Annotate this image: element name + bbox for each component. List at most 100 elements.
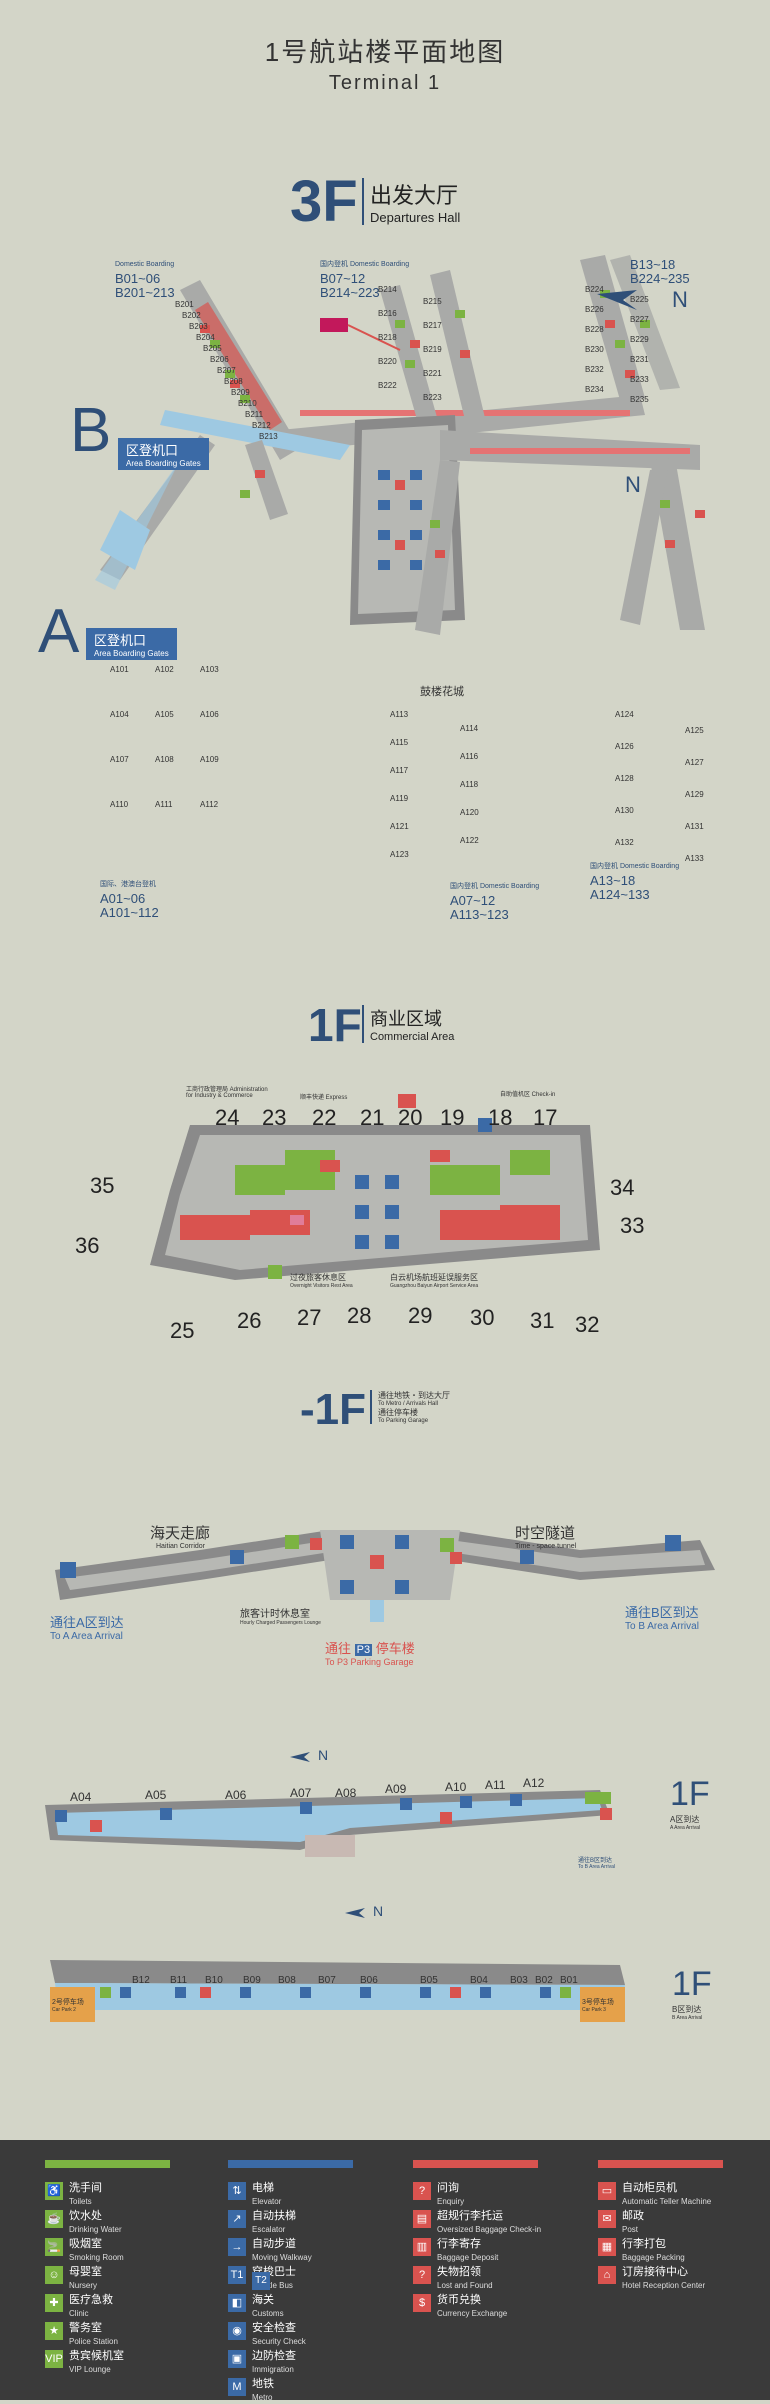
immigration-icon: ▣	[228, 2350, 246, 2368]
label-a107: A107	[110, 755, 129, 764]
a-area-piers	[95, 410, 705, 635]
label-33: 33	[620, 1213, 645, 1238]
time-cn: 时空隧道	[515, 1525, 576, 1542]
label-23: 23	[262, 1105, 287, 1130]
legend-label-en: Lost and Found	[437, 2281, 493, 2290]
floor-3f-heading: 3F	[290, 168, 358, 235]
label-b216: B216	[378, 309, 397, 318]
label-a05: A05	[145, 1788, 167, 1802]
to-parking-cn: 通往停车楼	[378, 1408, 418, 1417]
label-34: 34	[610, 1175, 635, 1200]
area-a-label: 区登机口 Area Boarding Gates	[86, 628, 177, 660]
floor-1fa-number: 1F	[670, 1775, 710, 1813]
legend-label-cn: 货币兑换	[437, 2294, 481, 2306]
label-b217: B217	[423, 321, 442, 330]
label-a114: A114	[460, 724, 479, 733]
label-b231: B231	[630, 355, 649, 364]
legend-label-en: Smoking Room	[69, 2253, 124, 2262]
time-en: Time - space tunnel	[515, 1543, 577, 1550]
label-a127: A127	[685, 758, 704, 767]
to-b-arrival-1fa-cn: 通往B区到达	[578, 1858, 613, 1864]
label-a110: A110	[110, 800, 129, 809]
car-park-3-en: Car Park 3	[582, 2007, 606, 2013]
legend-label-en: Nursery	[69, 2281, 98, 2290]
clinic-icon: ✚	[45, 2294, 63, 2312]
legend-label-en: Elevator	[252, 2197, 282, 2206]
legend-label-en: Drinking Water	[69, 2225, 122, 2234]
to-b-arrival[interactable]: 通往B区到达 To B Area Arrival	[625, 1602, 699, 1632]
gate-group-b01-gates: B01~06	[115, 271, 161, 286]
legend-bar-1	[45, 2160, 170, 2168]
to-b-arrival-1fa[interactable]: 通往B区到达 To B Area Arrival	[578, 1855, 615, 1870]
gate-group-a13-gates2: A124~133	[590, 887, 650, 902]
car-park-3-label: 3号停车场 Car Park 3	[582, 1997, 626, 2013]
label-b232: B232	[585, 365, 604, 374]
area-b-letter: B	[70, 396, 112, 465]
label-b234: B234	[585, 385, 604, 394]
map-subtitle: Terminal 1	[328, 72, 442, 94]
north-label-1fa: N	[318, 1747, 329, 1763]
gate-group-a13: 国内登机 Domestic Boarding A13~18 A124~133	[590, 860, 679, 902]
label-b219: B219	[423, 345, 442, 354]
floor-1f-title: 商业区域 Commercial Area	[362, 1005, 454, 1043]
label-17: 17	[533, 1105, 558, 1130]
to-p3-garage[interactable]: 通往 P3 停车楼 To P3 Parking Garage	[325, 1638, 415, 1667]
gate-group-a07: 国内登机 Domestic Boarding A07~12 A113~123	[450, 880, 539, 922]
to-parking-en: To Parking Garage	[378, 1418, 429, 1424]
legend-label-cn: 失物招领	[437, 2266, 481, 2278]
legend-label-cn: 邮政	[622, 2210, 644, 2222]
floor-1fb-en: B Area Arrival	[672, 2015, 703, 2021]
oversized-baggage-icon: ▤	[413, 2210, 431, 2228]
legend-bar-4	[598, 2160, 723, 2168]
legend-label-en: Enquiry	[437, 2197, 465, 2206]
elevator-icon: ⇅	[228, 2182, 246, 2200]
gate-group-a01: 国际、港澳台登机 A01~06 A101~112	[100, 878, 159, 920]
label-b233: B233	[630, 375, 649, 384]
area-b-en: Area Boarding Gates	[126, 459, 201, 468]
floor-1fb-heading: 1F B区到达 B Area Arrival	[672, 1965, 712, 2021]
label-a133: A133	[685, 854, 704, 863]
label-a124: A124	[615, 710, 634, 719]
gate-group-b01: Domestic Boarding B01~06 B201~213	[115, 258, 175, 300]
legend-label-cn: 警务室	[69, 2322, 102, 2334]
legend-label-cn: 电梯	[252, 2182, 274, 2194]
nursery-icon: ☺	[45, 2266, 63, 2284]
label-b02: B02	[535, 1975, 553, 1986]
label-32: 32	[575, 1312, 600, 1337]
floor-b1-heading: -1F	[300, 1385, 366, 1435]
gate-group-b07-gates2: B214~223	[320, 285, 380, 300]
to-a-arrival[interactable]: 通往A区到达 To A Area Arrival	[50, 1612, 124, 1642]
legend-label-en: Toilets	[69, 2197, 92, 2206]
post-icon: ✉	[598, 2210, 616, 2228]
escalator-icon: ↗	[228, 2210, 246, 2228]
label-a111: A111	[155, 800, 173, 809]
label-b235: B235	[630, 395, 649, 404]
car-park-3-cn: 3号停车场	[582, 1999, 614, 2006]
label-b221: B221	[423, 369, 442, 378]
label-a11: A11	[485, 1778, 506, 1792]
legend-label-cn: 医疗急救	[69, 2294, 113, 2306]
label-b07: B07	[318, 1975, 336, 1986]
floor-3f-title: 出发大厅 Departures Hall	[362, 178, 460, 225]
label-30: 30	[470, 1305, 495, 1330]
label-a131: A131	[685, 822, 704, 831]
floor-1f-map	[150, 1094, 600, 1280]
area-b-label: 区登机口 Area Boarding Gates	[118, 438, 209, 470]
label-b214: B214	[378, 285, 397, 294]
label-b05: B05	[420, 1975, 438, 1986]
legend-label-cn: 洗手间	[69, 2182, 102, 2194]
area-a-letter: A	[38, 597, 80, 666]
label-a04: A04	[70, 1790, 92, 1804]
label-b207: B207	[217, 366, 236, 375]
haitian-en: Haitian Corridor	[156, 1543, 206, 1550]
label-b203: B203	[189, 322, 208, 331]
label-b228: B228	[585, 325, 604, 334]
label-a09: A09	[385, 1782, 407, 1796]
floor-3f-number: 3F	[290, 169, 358, 234]
